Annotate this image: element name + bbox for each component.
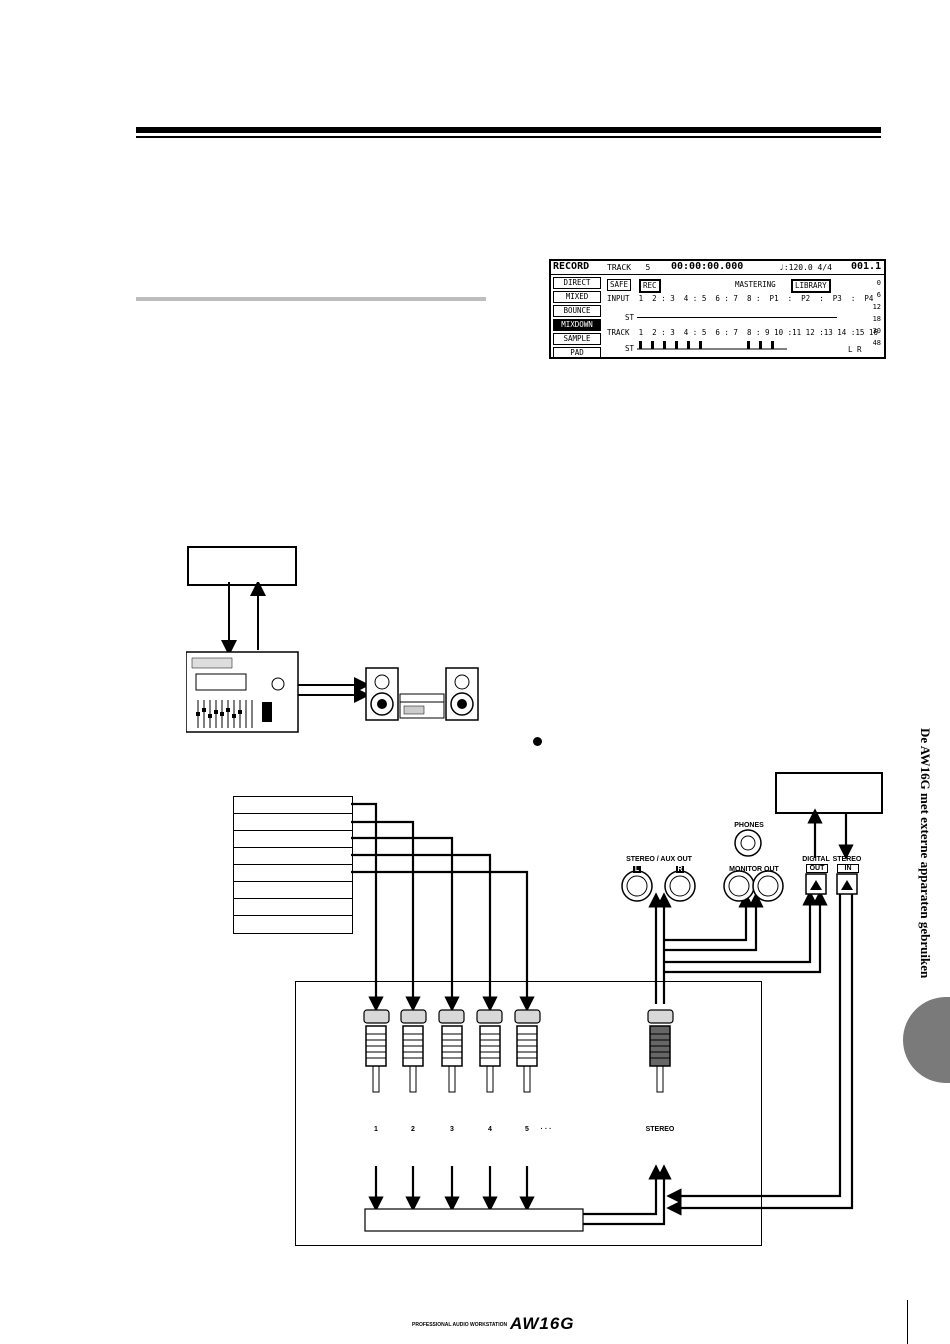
lcd-track-number: 5 <box>645 263 651 272</box>
meter-tick-18: 18 <box>872 315 881 323</box>
lcd-st-line <box>637 317 837 318</box>
stereo-bus-box <box>364 1208 584 1232</box>
source-row <box>234 797 352 814</box>
channel-label-1: 1 <box>374 1126 378 1133</box>
bullet-dot <box>533 737 542 746</box>
speaker-left <box>365 667 399 721</box>
source-row <box>234 848 352 865</box>
digital-out-label-1: DIGITAL <box>802 856 830 863</box>
lcd-mastering-label: MASTERING <box>735 280 776 289</box>
footer-brand-logo: AW16G <box>510 1314 575 1333</box>
meter-tick-12: 12 <box>872 303 881 311</box>
lcd-library-button[interactable]: LIBRARY <box>791 279 831 293</box>
r-label: R <box>677 866 683 873</box>
channel-label-5: 5 <box>525 1126 529 1133</box>
stereo-aux-out-label: STEREO / AUX OUT <box>626 856 692 863</box>
lcd-menu-sample[interactable]: SAMPLE <box>553 333 601 345</box>
header-rule-thick <box>136 127 881 133</box>
meter-tick-30: 30 <box>872 327 881 335</box>
lcd-track-row: TRACK 1 2 : 3 4 : 5 6 : 7 8 : 9 10 :11 1… <box>607 328 878 337</box>
source-row <box>234 882 352 899</box>
source-row <box>234 865 352 882</box>
phones-label: PHONES <box>734 822 764 829</box>
aw16g-device <box>186 651 299 733</box>
channel-label-2: 2 <box>411 1126 415 1133</box>
lcd-menu-mixed[interactable]: MIXED <box>553 291 601 303</box>
lcd-menu-bounce[interactable]: BOUNCE <box>553 305 601 317</box>
lcd-menu-direct[interactable]: DIRECT <box>553 277 601 289</box>
digital-out-label-2: OUT <box>806 864 828 873</box>
mixer-block <box>295 981 762 1246</box>
section-rule <box>136 297 486 301</box>
meter-tick-48: 48 <box>872 339 881 347</box>
lcd-input-row: INPUT 1 2 : 3 4 : 5 6 : 7 8 : P1 : P2 : … <box>607 294 874 303</box>
channel-label-3: 3 <box>450 1126 454 1133</box>
meter-tick-0: 0 <box>876 279 881 287</box>
speaker-right <box>445 667 479 721</box>
source-row <box>234 899 352 916</box>
lcd-menu-mixdown[interactable]: MIXDOWN <box>553 319 601 331</box>
lcd-rec-button[interactable]: REC <box>639 279 661 293</box>
lcd-menu-pad[interactable]: PAD <box>553 347 601 357</box>
stereo-fader-label: STEREO <box>645 1126 675 1133</box>
source-row <box>234 831 352 848</box>
lcd-bar: 001.1 <box>851 261 882 272</box>
footer-brand-small: PROFESSIONAL AUDIO WORKSTATION <box>412 1322 508 1328</box>
lcd-time: 00:00:00.000 <box>671 261 744 272</box>
stereo-in-label-1: STEREO <box>832 856 862 863</box>
lcd-level-meter: 0 6 12 18 30 48 <box>847 277 881 349</box>
lcd-st-input: ST <box>625 313 635 322</box>
lcd-track-label: TRACK <box>607 263 632 272</box>
lcd-track-markers <box>637 341 787 350</box>
lcd-tempo: ♩:120.0 4/4 <box>779 263 832 272</box>
footer-brand: PROFESSIONAL AUDIO WORKSTATION AW16G <box>412 1314 602 1336</box>
source-row <box>234 814 352 831</box>
external-device-box-top <box>187 546 297 586</box>
source-list-box <box>233 796 353 934</box>
meter-tick-6: 6 <box>876 291 881 299</box>
small-connection-diagram <box>186 582 479 733</box>
channel-ellipsis: · · · <box>540 1126 552 1133</box>
lcd-safe-button[interactable]: SAFE <box>607 279 632 291</box>
lcd-track: TRACK 5 <box>607 263 650 273</box>
lcd-title: RECORD <box>553 261 590 272</box>
lcd-lr-label: L R <box>848 345 862 354</box>
record-lcd-screen: RECORD TRACK 5 00:00:00.000 ♩:120.0 4/4 … <box>549 259 886 359</box>
external-device-box-right <box>775 772 883 814</box>
monitor-out-label: MONITOR OUT <box>729 866 779 873</box>
lcd-st-track: ST <box>625 344 635 353</box>
footer-rule <box>907 1300 908 1344</box>
header-rule-thin <box>136 136 881 138</box>
lcd-header: RECORD TRACK 5 00:00:00.000 ♩:120.0 4/4 … <box>551 261 884 275</box>
stereo-amplifier <box>399 693 445 719</box>
lcd-menu: DIRECT MIXED BOUNCE MIXDOWN SAMPLE PAD <box>553 277 601 357</box>
channel-label-4: 4 <box>488 1126 492 1133</box>
l-label: L <box>634 866 640 873</box>
stereo-in-label-2: IN <box>837 864 859 873</box>
